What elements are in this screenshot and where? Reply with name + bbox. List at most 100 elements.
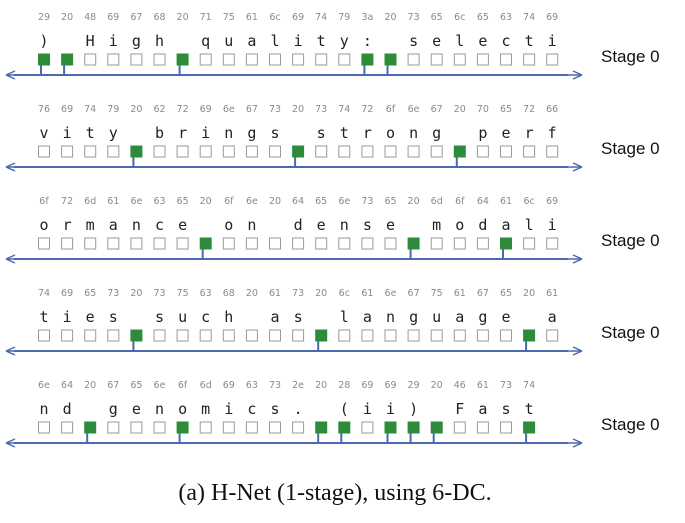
hex-code: 2e [292, 380, 304, 391]
hex-code: 20 [84, 380, 96, 391]
hex-code: 74 [523, 12, 535, 23]
byte-box [199, 421, 212, 434]
byte-box [245, 237, 258, 250]
right-arrow-icon [568, 254, 583, 264]
hex-code: 64 [477, 196, 489, 207]
byte-char: n [409, 124, 418, 142]
hex-code: 6e [223, 104, 235, 115]
hex-code: 65 [500, 288, 512, 299]
byte-char: u [432, 308, 441, 326]
hex-code: 20 [408, 196, 420, 207]
byte-box [476, 53, 489, 66]
byte-box [107, 53, 120, 66]
hex-code: 79 [338, 12, 350, 23]
hex-code: 6f [178, 380, 188, 391]
hex-code: 29 [38, 12, 50, 23]
byte-char: a [548, 308, 557, 326]
byte-char: i [363, 400, 372, 418]
byte-box [476, 237, 489, 250]
byte-char: n [39, 400, 48, 418]
byte-box [38, 329, 50, 342]
byte-box [176, 237, 189, 250]
byte-char: c [155, 216, 164, 234]
hex-code: 65 [384, 196, 396, 207]
byte-box [407, 329, 420, 342]
byte-char: r [363, 124, 372, 142]
boundary-box-selected [384, 421, 397, 434]
byte-char: r [178, 124, 187, 142]
hex-code: 67 [431, 104, 443, 115]
byte-char: g [247, 124, 256, 142]
byte-char: o [386, 124, 395, 142]
byte-box [107, 237, 120, 250]
hex-code: 67 [477, 288, 489, 299]
byte-box [222, 53, 235, 66]
boundary-box-selected [361, 53, 374, 66]
hex-code: 74 [38, 288, 50, 299]
hex-code: 20 [130, 288, 142, 299]
byte-char: g [132, 32, 141, 50]
byte-box [61, 421, 74, 434]
byte-box [107, 145, 120, 158]
byte-char: g [432, 124, 441, 142]
boundary-box-selected [84, 421, 97, 434]
byte-box [292, 329, 305, 342]
hex-code: 73 [269, 104, 281, 115]
byte-char: o [178, 400, 187, 418]
byte-char: e [317, 216, 326, 234]
hex-code: 20 [292, 104, 304, 115]
boundary-box-selected [338, 421, 351, 434]
boundary-box-selected [199, 237, 212, 250]
byte-box [38, 237, 50, 250]
hex-code: 74 [315, 12, 327, 23]
byte-box [61, 237, 74, 250]
byte-box [315, 145, 328, 158]
byte-box [476, 329, 489, 342]
byte-box [453, 53, 466, 66]
hex-code: 67 [246, 104, 258, 115]
hex-code: 20 [200, 196, 212, 207]
hex-code: 20 [246, 288, 258, 299]
hex-code: 76 [38, 104, 50, 115]
byte-char: e [501, 308, 510, 326]
byte-char: t [39, 308, 48, 326]
hex-code: 74 [84, 104, 96, 115]
boundary-box-selected [453, 145, 466, 158]
byte-box [500, 421, 512, 434]
byte-box [38, 145, 50, 158]
byte-char: c [247, 400, 256, 418]
hex-code: 20 [384, 12, 396, 23]
boundary-box-selected [38, 53, 50, 66]
byte-box [269, 53, 281, 66]
hex-code: 67 [408, 288, 420, 299]
byte-char: a [501, 216, 510, 234]
byte-char: i [201, 124, 210, 142]
byte-box [361, 237, 374, 250]
hex-code: 62 [153, 104, 165, 115]
left-arrow-icon [5, 438, 20, 448]
hex-code: 61 [269, 288, 281, 299]
hex-code: 74 [523, 380, 535, 391]
left-arrow-icon [5, 162, 20, 172]
byte-box [453, 329, 466, 342]
byte-box [153, 237, 166, 250]
byte-box [84, 237, 97, 250]
hex-code: 79 [107, 104, 119, 115]
hex-code: 6e [385, 288, 397, 299]
byte-char: i [294, 32, 303, 50]
byte-char: s [270, 124, 279, 142]
hex-code: 65 [84, 288, 96, 299]
hex-code: 61 [246, 12, 258, 23]
byte-char: u [178, 308, 187, 326]
hex-code: 6f [39, 196, 49, 207]
boundary-box-selected [500, 237, 512, 250]
byte-box [245, 329, 258, 342]
byte-box [407, 145, 420, 158]
byte-char: p [478, 124, 487, 142]
hex-code: 6c [269, 12, 280, 23]
byte-box [38, 421, 50, 434]
byte-box [130, 237, 143, 250]
hex-code: 6e [154, 380, 166, 391]
stage-label: Stage 0 [601, 47, 660, 66]
